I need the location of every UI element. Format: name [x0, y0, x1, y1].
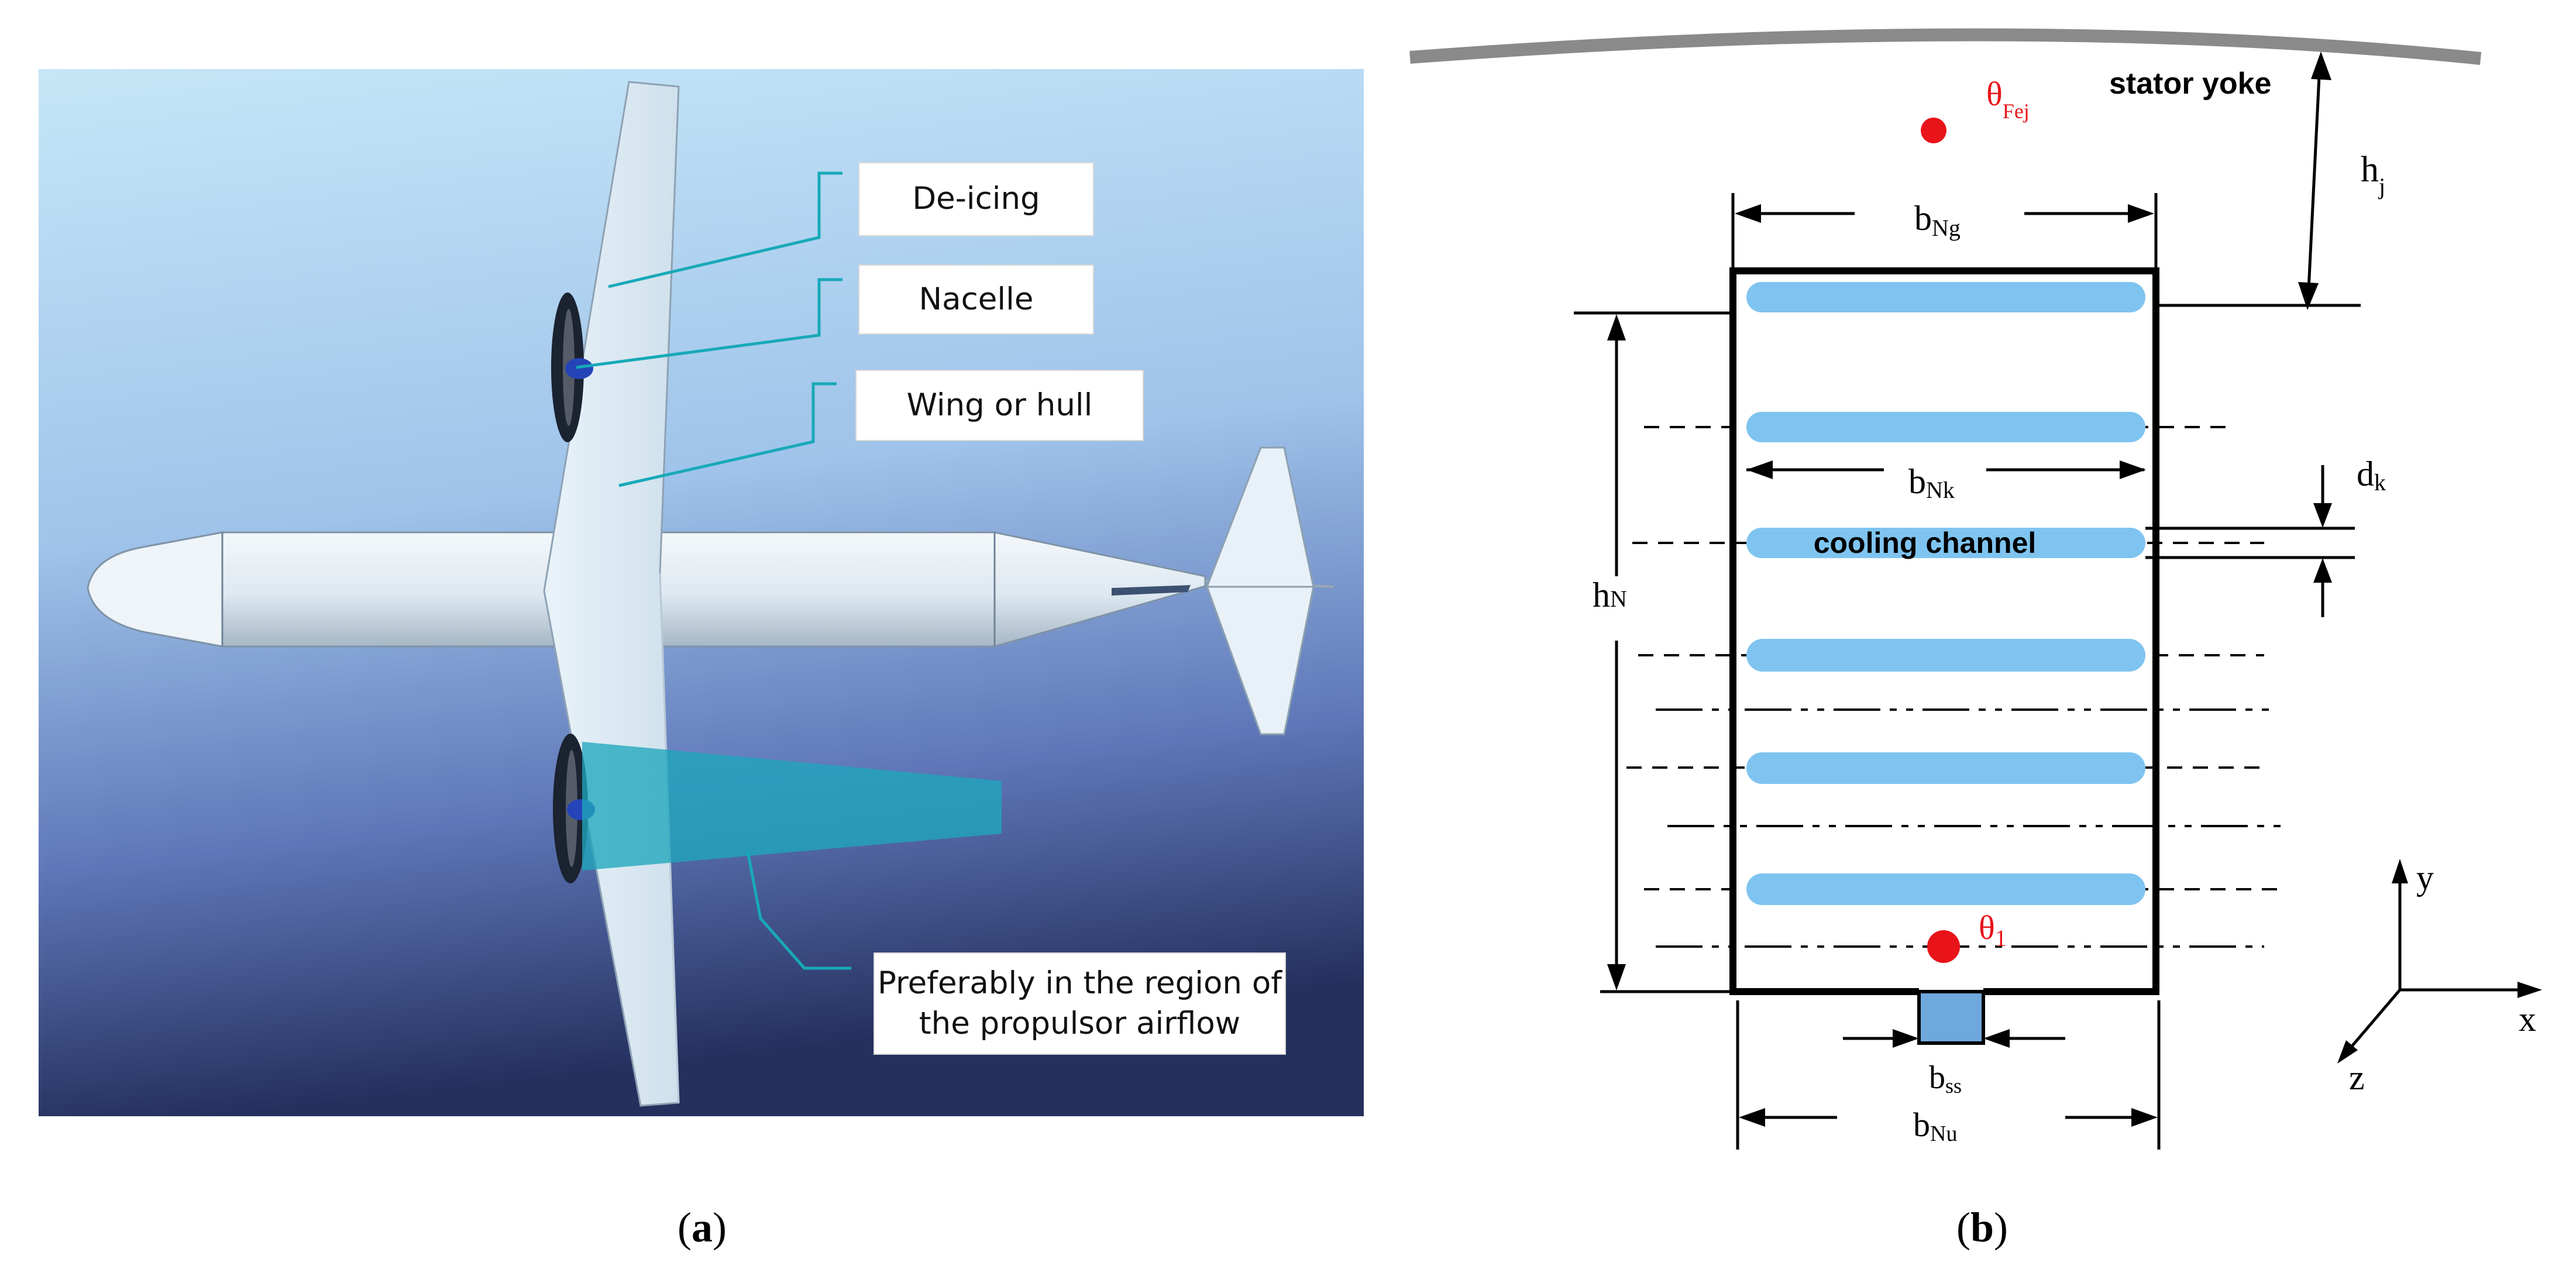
wing-or-hull-callout: Wing or hull [855, 370, 1144, 441]
deicing-callout-text: De-icing [912, 181, 1040, 217]
propulsor-callout-line1: Preferably in the region of [878, 965, 1282, 1001]
cooling-channel-4 [1746, 639, 2145, 672]
panel-a: (a) [39, 69, 1364, 1251]
cooling-channel-label: cooling channel [1814, 527, 2037, 559]
upper-propeller [551, 293, 593, 442]
theta-fej-label: θFej [1986, 75, 2030, 123]
hj-dimension [2153, 51, 2361, 310]
bng-dimension [1731, 193, 2158, 275]
cooling-channel-2 [1746, 412, 2145, 442]
dk-label: dk [2357, 455, 2386, 496]
bss-label: bss [1929, 1059, 1962, 1098]
wing-or-hull-callout-text: Wing or hull [906, 387, 1093, 423]
dash-dot-guide-lines [1656, 708, 2282, 948]
stator-yoke-arc [1409, 28, 2482, 65]
cooling-channel-6 [1746, 873, 2145, 905]
theta-fej-point [1921, 118, 1946, 143]
bnk-label: bNk [1908, 462, 1955, 503]
lower-propeller [553, 734, 595, 883]
panel-b-label: (b) [1956, 1204, 2008, 1251]
deicing-callout: De-icing [858, 162, 1094, 236]
hj-label: hj [2361, 150, 2385, 199]
slot-opening [1917, 990, 1985, 1045]
bnu-label: bNu [1913, 1106, 1957, 1146]
stator-yoke-label: stator yoke [2109, 67, 2271, 101]
nacelle-callout: Nacelle [858, 264, 1094, 335]
theta-1-label: θ1 [1979, 909, 2007, 951]
bng-label: bNg [1914, 199, 1961, 241]
propulsor-callout: Preferably in the region of the propulso… [873, 952, 1286, 1055]
theta-1-point [1927, 930, 1960, 963]
coordinate-axes [2337, 859, 2542, 1064]
bss-dimension [1843, 1029, 2065, 1048]
cooling-channel-3 [1746, 528, 2145, 558]
axis-y-label: y [2416, 858, 2434, 897]
propulsor-airflow-region [582, 742, 1002, 871]
axis-z-label: z [2349, 1058, 2365, 1097]
bnk-dimension [1746, 460, 2146, 479]
propulsor-callout-line2: the propulsor airflow [919, 1005, 1241, 1041]
cooling-channel-5 [1746, 752, 2145, 784]
hn-label: hN [1593, 576, 1627, 614]
nacelle-callout-text: Nacelle [919, 281, 1034, 317]
cooling-channel-1 [1746, 282, 2145, 312]
callout-leader-lines [576, 171, 851, 970]
hn-dimension [1574, 311, 1733, 993]
slot-outline [1729, 267, 2159, 995]
bnu-dimension [1736, 1000, 2161, 1150]
axis-x-label: x [2519, 1000, 2536, 1038]
cooling-channels [1746, 282, 2145, 905]
panel-a-label: (a) [677, 1204, 727, 1251]
dk-dimension [2145, 465, 2355, 617]
panel-b: stator yoke θFej hj bNg [1409, 28, 2542, 1251]
